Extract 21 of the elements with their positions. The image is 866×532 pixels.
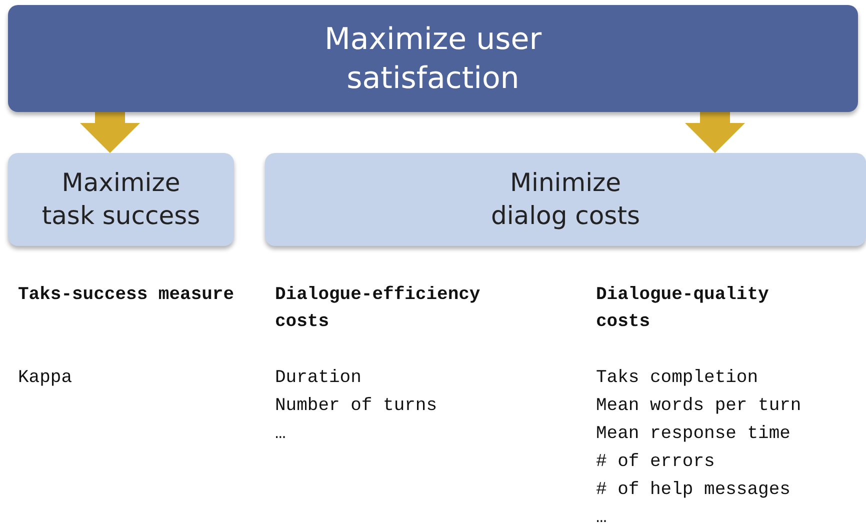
column-heading: Dialogue-efficiency costs (275, 284, 482, 334)
column-heading: Taks-success measure (18, 284, 236, 307)
node-text: Minimize dialog costs (490, 167, 642, 232)
column-heading: Dialogue-quality costs (596, 284, 770, 334)
cost-item: Mean response time (596, 423, 790, 446)
cost-item: Taks completion (596, 367, 758, 390)
block-arrow (80, 112, 140, 153)
subgoal-box (8, 153, 234, 246)
block-arrow (685, 112, 745, 153)
cost-item: Number of turns (275, 395, 438, 418)
node-text: Maximize user satisfaction (323, 20, 543, 98)
cost-item: Kappa (18, 367, 72, 390)
cost-item: Duration (275, 367, 362, 390)
node-text: Maximize task success (40, 167, 202, 232)
cost-item: # of errors (596, 451, 715, 474)
cost-item: … (275, 423, 286, 446)
cost-item: # of help messages (596, 479, 790, 502)
cost-item: Mean words per turn (596, 395, 802, 418)
subgoal-box (265, 153, 866, 246)
goal-box (8, 5, 858, 112)
cost-item: … (596, 507, 607, 530)
